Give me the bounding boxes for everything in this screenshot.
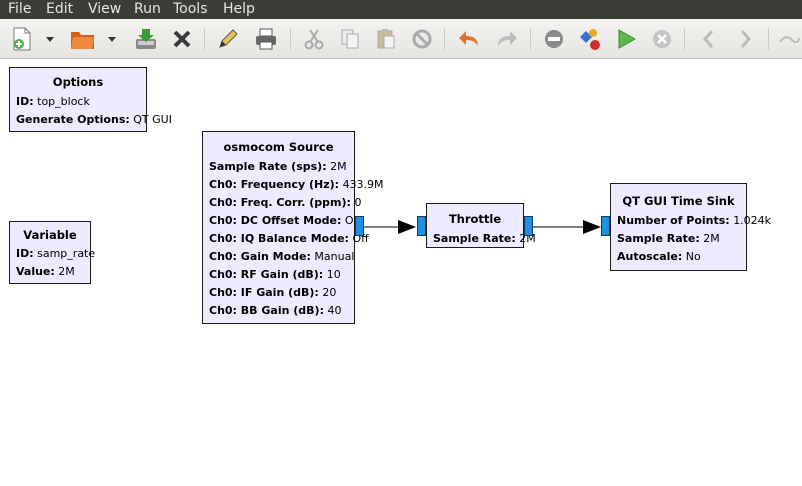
block-prop: Sample Rate (sps): 2M [209,160,347,173]
block-throttle[interactable]: Throttle Sample Rate: 2M [426,203,536,248]
kill-button[interactable] [648,19,676,58]
output-port[interactable] [355,216,364,236]
block-title: QT GUI Time Sink [622,194,735,208]
block-prop: ID: samp_rate [16,247,96,260]
chevron-down-icon [108,36,116,42]
block-prop: Ch0: DC Offset Mode: Off [209,214,362,227]
block-qt-gui-time-sink[interactable]: QT GUI Time Sink Number of Points: 1.024… [610,183,771,271]
undo-button[interactable] [454,19,484,58]
copy-icon [341,29,359,48]
menu-help[interactable]: Help [223,1,255,17]
block-variable[interactable]: Variable ID: samp_rate Value: 2M [9,221,95,284]
arrowhead [583,220,601,234]
disable-icon [412,29,432,48]
copy-button[interactable] [336,19,364,58]
stop-circle-icon [653,29,671,48]
more-button[interactable] [776,19,802,58]
output-port[interactable] [524,216,533,236]
paste-button[interactable] [372,19,400,58]
save-button[interactable] [132,19,160,58]
forward-button[interactable] [732,19,760,58]
undo-icon [459,30,478,46]
menu-edit[interactable]: Edit [46,1,74,17]
folder-open-icon [71,31,94,49]
block-osmocom-source[interactable]: osmocom Source Sample Rate (sps): 2M Ch0… [202,131,384,324]
flowgraph-canvas[interactable]: Options ID: top_block Generate Options: … [0,59,802,486]
menu-bar: File Edit View Run Tools Help [0,0,802,19]
back-button[interactable] [694,19,722,58]
execute-button[interactable] [612,19,640,58]
block-prop: Value: 2M [16,265,75,278]
block-title: Throttle [448,212,502,226]
more-icon [779,35,800,43]
block-title: osmocom Source [223,140,334,154]
stop-button[interactable] [540,19,568,58]
redo-icon [498,30,517,46]
block-prop: Sample Rate: 2M [433,232,536,245]
chevron-down-icon [46,36,54,42]
printer-icon [256,28,276,49]
connections [364,220,601,234]
block-prop: Ch0: IQ Balance Mode: Off [209,232,369,245]
new-file-dropdown[interactable] [42,19,58,58]
minus-circle-icon [545,29,563,48]
input-port[interactable] [601,216,610,236]
block-options[interactable]: Options ID: top_block Generate Options: … [9,67,172,132]
redo-button[interactable] [492,19,522,58]
chevron-left-icon [703,29,714,48]
save-icon [136,28,156,49]
toolbar [0,19,802,59]
chevron-right-icon [740,29,751,48]
print-button[interactable] [252,19,280,58]
block-prop: Ch0: RF Gain (dB): 10 [209,268,341,281]
new-file-button[interactable] [8,19,36,58]
block-prop: Ch0: Gain Mode: Manual [209,250,355,263]
pencil-icon [219,28,238,48]
scissors-icon [304,28,324,49]
block-prop: Generate Options: QT GUI [16,113,172,126]
block-prop: Ch0: IF Gain (dB): 20 [209,286,337,299]
cut-button[interactable] [300,19,328,58]
menu-run[interactable]: Run [134,1,161,17]
input-port[interactable] [417,216,426,236]
edit-properties-button[interactable] [214,19,242,58]
paste-icon [377,28,395,48]
menu-tools[interactable]: Tools [173,1,208,17]
open-dropdown[interactable] [104,19,120,58]
arrowhead [398,220,416,234]
block-title: Variable [23,228,77,242]
block-prop: Ch0: Freq. Corr. (ppm): 0 [209,196,362,209]
block-prop: ID: top_block [16,95,90,108]
menu-view[interactable]: View [88,1,122,17]
disable-button[interactable] [408,19,436,58]
block-prop: Sample Rate: 2M [617,232,720,245]
generate-button[interactable] [576,19,604,58]
open-button[interactable] [68,19,98,58]
new-file-icon [13,27,31,50]
menu-file[interactable]: File [8,1,32,17]
block-prop: Number of Points: 1.024k [617,214,772,227]
block-prop: Ch0: Frequency (Hz): 433.9M [209,178,384,191]
generate-icon [580,28,600,50]
block-title: Options [52,75,104,89]
block-prop: Autoscale: No [617,250,701,263]
block-prop: Ch0: BB Gain (dB): 40 [209,304,342,317]
play-icon [618,28,637,49]
close-button[interactable] [168,19,196,58]
close-icon [173,30,191,47]
